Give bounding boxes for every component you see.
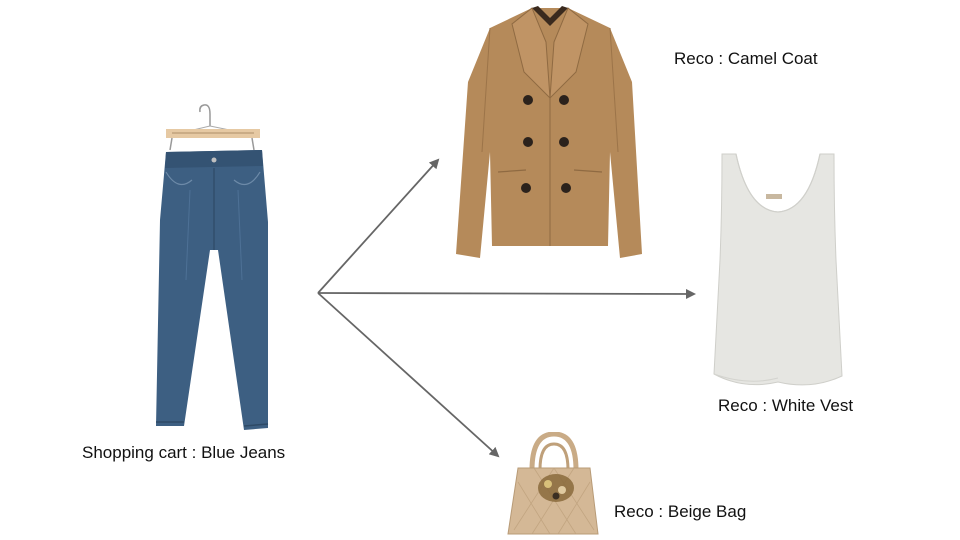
reco-label-bag: Reco : Beige Bag <box>614 502 747 521</box>
reco-label-coat: Reco : Camel Coat <box>674 49 818 68</box>
arrow-to-coat <box>317 158 440 294</box>
reco-label-vest: Reco : White Vest <box>718 396 854 415</box>
white-vest-image <box>713 153 843 386</box>
beige-bag-image <box>507 432 599 535</box>
arrow-to-bag <box>317 292 500 458</box>
arrow-to-vest <box>317 288 696 299</box>
cart-label: Shopping cart : Blue Jeans <box>82 443 286 462</box>
camel-coat-image <box>456 6 642 258</box>
blue-jeans-image <box>156 104 269 430</box>
